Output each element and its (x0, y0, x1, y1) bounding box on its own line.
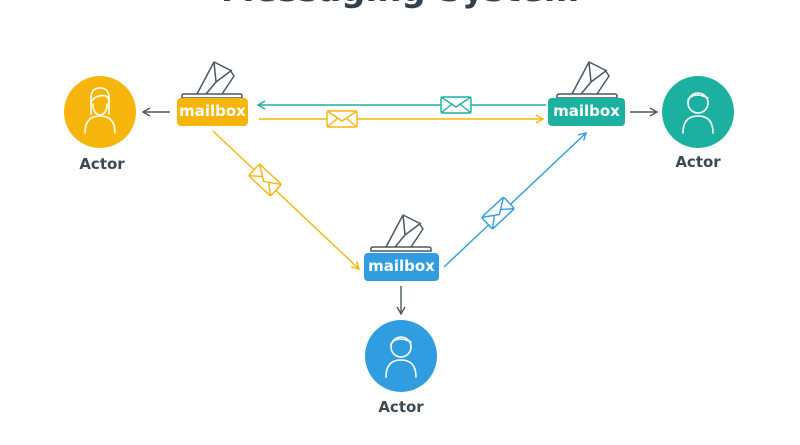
mailbox-slot-icon (556, 61, 618, 99)
envelope-icon (440, 96, 472, 114)
mailbox-left[interactable]: mailbox (177, 98, 248, 126)
actor-right-avatar (662, 76, 734, 148)
person-male-icon (385, 336, 417, 378)
edge-left-to-bottom (212, 130, 361, 270)
mailbox-bottom[interactable]: mailbox (364, 253, 439, 281)
envelope-icon (480, 196, 516, 230)
person-male-icon (682, 92, 714, 134)
actor-bottom-avatar (365, 320, 437, 392)
mailbox-slot-icon (181, 61, 243, 99)
actor-left-avatar (64, 76, 136, 148)
mailbox-slot-icon (370, 214, 432, 252)
mailbox-right[interactable]: mailbox (548, 98, 625, 126)
person-female-icon (84, 87, 116, 134)
actor-left-label: Actor (79, 155, 125, 173)
actor-right-label: Actor (675, 153, 721, 171)
envelope-icon (326, 110, 358, 128)
diagram-title: Messaging System (0, 0, 800, 10)
actor-bottom-label: Actor (378, 398, 424, 416)
edge-bottom-to-right (443, 132, 588, 268)
